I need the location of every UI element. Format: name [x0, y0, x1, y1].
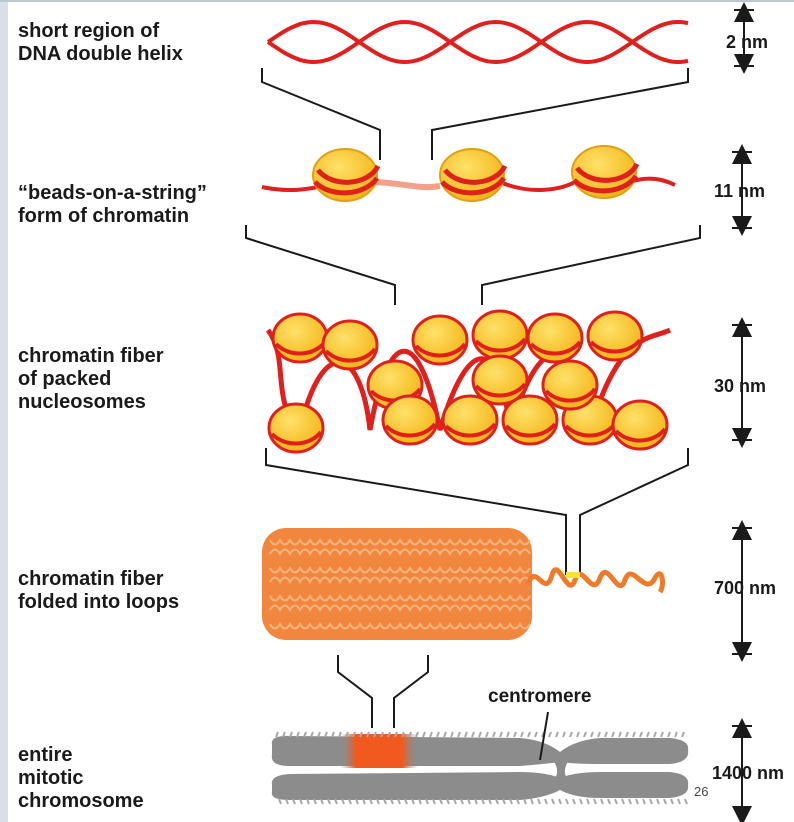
centromere-label: centromere: [488, 686, 592, 707]
fiber-nucleosome: [541, 359, 599, 411]
left-frame-edge: [0, 0, 8, 822]
chromatid-lower: [271, 772, 689, 800]
zoom-connectors: [245, 68, 701, 728]
fiber-nucleosome: [321, 319, 379, 371]
connector-line: [431, 68, 689, 160]
connector-line: [261, 68, 381, 160]
label-line: short region of: [18, 20, 160, 42]
label-line: chromatin fiber: [18, 568, 164, 590]
linker-dna: [629, 176, 676, 187]
fiber-nucleosome: [441, 394, 499, 446]
fiber-nucleosome: [586, 310, 644, 362]
connector-line: [393, 655, 429, 728]
label-line: “beads-on-a-string”: [18, 182, 207, 204]
nucleosome-bead: [571, 145, 640, 199]
connector-line: [481, 225, 701, 305]
label-line: of packed: [18, 368, 112, 390]
centromere-pointer: [539, 711, 549, 761]
label-line: mitotic: [18, 767, 84, 789]
fiber-nucleosome: [501, 394, 559, 446]
connector-line: [245, 225, 396, 305]
chromatid-upper: [271, 735, 689, 766]
beads-on-a-string: [261, 145, 676, 202]
fiber-nucleosome: [471, 309, 529, 361]
mitotic-chromosome: [271, 711, 689, 805]
fiber-nucleosome: [411, 314, 469, 366]
loop-texture: [269, 537, 531, 630]
loop-mass: [262, 528, 532, 640]
label-line: nucleosomes: [18, 391, 146, 413]
fiber-nucleosome: [611, 399, 669, 451]
label-beads-on-string: “beads-on-a-string” form of chromatin: [18, 182, 207, 228]
helix-strand-b: [266, 19, 689, 65]
label-folded-loops: chromatin fiber folded into loops: [18, 568, 179, 614]
label-mitotic-chromosome: entire mitotic chromosome: [18, 744, 144, 813]
label-line: entire: [18, 744, 73, 766]
label-line: folded into loops: [18, 591, 180, 613]
connector-line: [579, 448, 689, 575]
label-packed-nucleosomes: chromatin fiber of packed nucleosomes: [18, 345, 164, 414]
centromere-constriction: [546, 752, 576, 782]
highlighted-band: [340, 734, 418, 768]
label-line: chromosome: [18, 790, 144, 812]
nucleosome-bead: [439, 148, 508, 202]
label-line: DNA double helix: [18, 43, 183, 65]
linker-dna: [499, 180, 576, 192]
nucleosome-bead: [312, 148, 381, 202]
dna-double-helix: [266, 19, 689, 65]
fiber-nucleosome: [471, 354, 529, 406]
connector-line: [265, 448, 567, 575]
page-number: 26: [694, 784, 709, 799]
label-dna-helix: short region of DNA double helix: [18, 20, 183, 66]
fiber-nucleosome: [381, 394, 439, 446]
top-frame-edge: [0, 0, 794, 2]
fiber-nucleosome: [526, 312, 584, 364]
extended-loop-strand: [525, 567, 665, 594]
label-line: form of chromatin: [18, 205, 190, 227]
helix-strand-a: [266, 19, 689, 65]
label-line: chromatin fiber: [18, 345, 164, 367]
chromosome-fuzz: [275, 731, 688, 805]
fiber-nucleosome: [267, 402, 325, 454]
linker-dna-highlight: [369, 179, 441, 191]
fiber-nucleosome: [271, 312, 329, 364]
packed-nucleosome-fiber: [265, 309, 672, 454]
dimension-markers: [732, 1, 754, 822]
folded-loops: [262, 528, 665, 640]
connector-line: [337, 655, 373, 728]
